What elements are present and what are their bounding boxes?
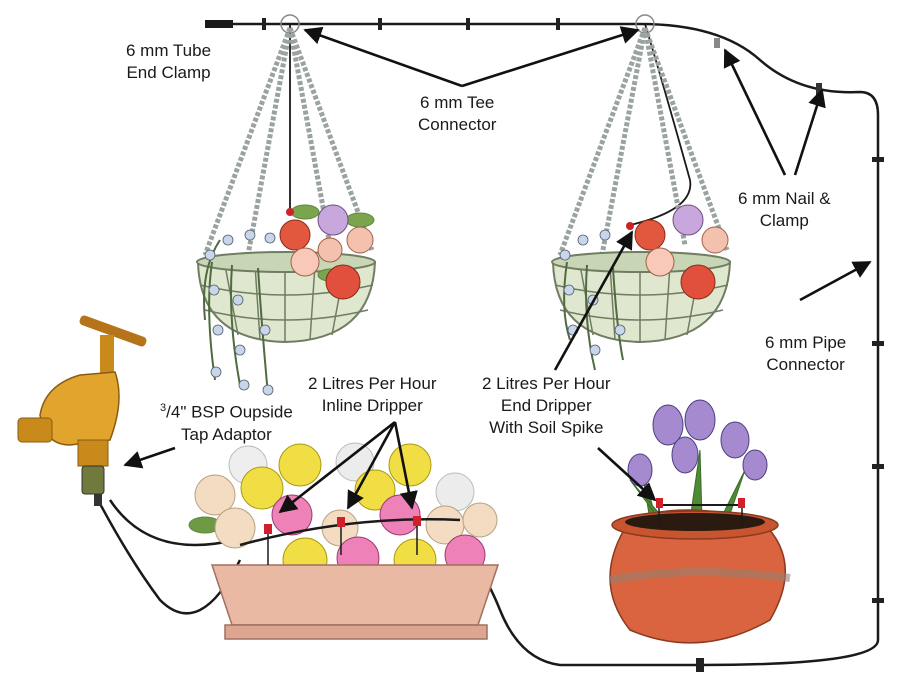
brass-tap xyxy=(17,315,147,506)
label-end-dripper: 2 Litres Per Hour End Dripper With Soil … xyxy=(482,374,611,437)
label-tap-adaptor: 3/4" BSP Oupside Tap Adaptor xyxy=(160,402,293,444)
tee-connector-right xyxy=(635,14,655,34)
label-nail-clamp: 6 mm Nail & Clamp xyxy=(738,189,831,230)
pointer-arrows xyxy=(123,26,872,514)
label-tube-end-clamp: 6 mm Tube End Clamp xyxy=(126,41,212,82)
clay-pot-crocus xyxy=(609,399,791,644)
hanging-basket-left xyxy=(196,27,377,396)
label-tee-connector: 6 mm Tee Connector xyxy=(418,93,497,134)
hanging-basket-right xyxy=(551,27,732,371)
supply-tube xyxy=(96,22,880,667)
end-dripper-right-basket xyxy=(626,222,634,230)
window-box-planter xyxy=(188,442,500,640)
end-dripper-left-basket xyxy=(286,208,294,216)
tee-connector-left xyxy=(280,14,300,34)
label-inline-dripper: 2 Litres Per Hour Inline Dripper xyxy=(308,374,437,415)
tube-end-clamp-part xyxy=(205,20,233,28)
label-pipe-connector: 6 mm Pipe Connector xyxy=(765,333,847,374)
